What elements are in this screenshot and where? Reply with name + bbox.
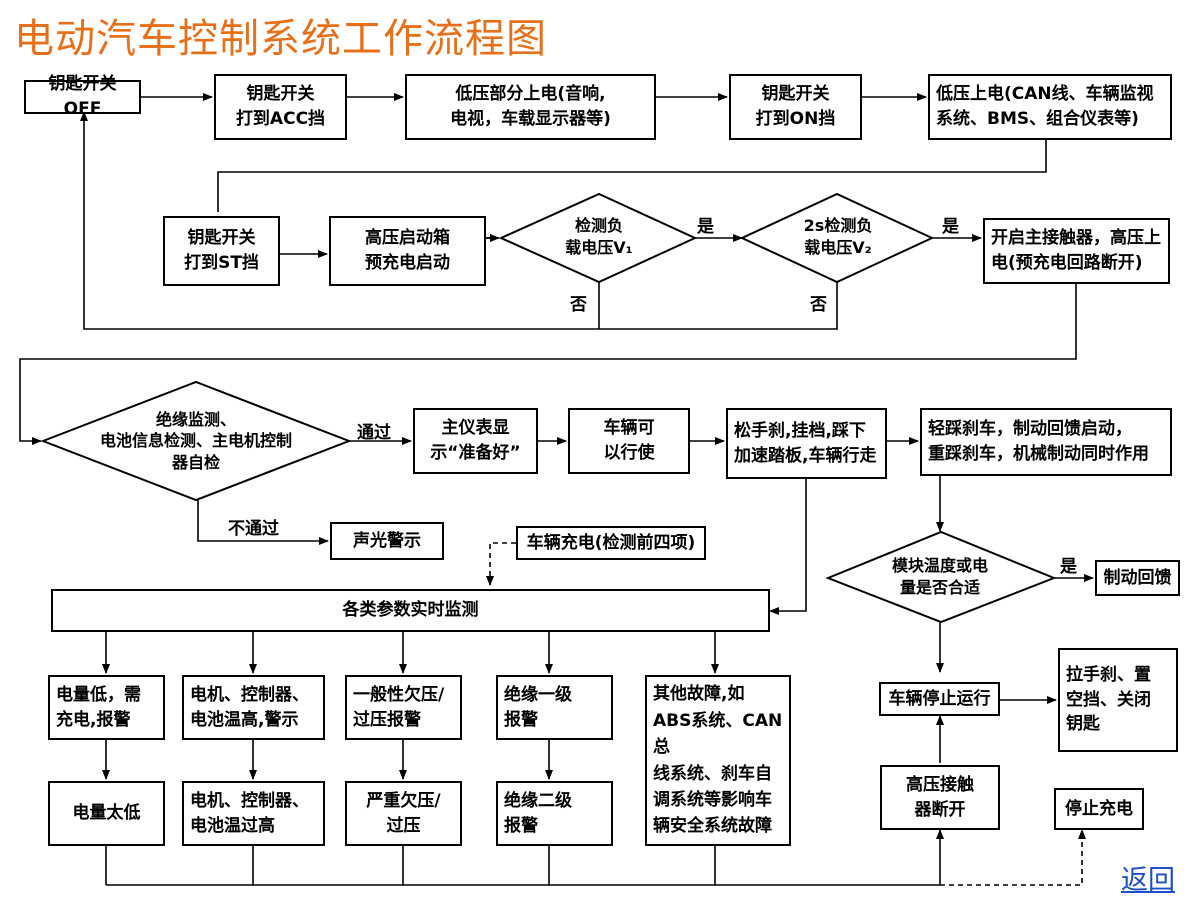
decision-v1 [498,192,698,284]
node-alarm: 声光警示 [330,522,444,560]
node-hv-precharge: 高压启动箱 预充电启动 [329,216,486,286]
node-lv-power-partial: 低压部分上电(音响, 电视，车载显示器等) [405,74,656,140]
node-other-faults: 其他故障,如 ABS系统、CAN总 线系统、刹车自 调系统等影响车 辆安全系统故… [645,675,791,846]
node-low-battery: 电量低，需 充电,报警 [48,675,165,740]
node-motor-temp-over: 电机、控制器、 电池温过高 [182,781,325,846]
node-park-actions: 拉手刹、置 空挡、关闭 钥匙 [1058,648,1178,752]
node-severe-voltage: 严重欠压/ 过压 [345,781,462,846]
node-lv-power-full: 低压上电(CAN线、车辆监视 系统、BMS、组合仪表等) [928,74,1172,140]
node-key-st: 钥匙开关 打到ST挡 [163,216,280,286]
label-no-v2: 否 [810,295,827,315]
node-under-over-voltage: 一般性欠压/ 过压报警 [345,675,462,740]
node-release-brake: 松手刹,挂档,踩下 加速踏板,车辆行走 [726,408,887,479]
node-dashboard-ready: 主仪表显 示“准备好” [413,408,538,474]
node-braking: 轻踩刹车，制动回馈启动， 重踩刹车，机械制动同时作用 [920,408,1172,476]
node-regen-braking: 制动回馈 [1095,560,1180,596]
node-key-acc: 钥匙开关 打到ACC挡 [214,74,347,140]
decision-self-check [40,380,352,502]
node-vehicle-drivable: 车辆可 以行使 [568,408,690,474]
label-yes-v1: 是 [697,217,714,237]
label-fail: 不通过 [228,519,279,539]
node-charging: 车辆充电(检测前四项) [516,526,706,560]
node-hv-contactor-off: 高压接触 器断开 [880,765,1000,830]
node-insulation-lv1: 绝缘一级 报警 [496,675,613,740]
node-stop-charging: 停止充电 [1054,788,1144,830]
node-battery-too-low: 电量太低 [48,781,165,846]
label-no-v1: 否 [570,295,587,315]
decision-v2 [739,192,935,284]
decision-self-check-text: 绝缘监测、 电池信息检测、主电机控制 器自检 [99,409,292,472]
label-yes-v2: 是 [942,217,959,237]
node-insulation-lv2: 绝缘二级 报警 [496,781,613,846]
back-link[interactable]: 返回 [1121,865,1175,896]
decision-v1-text: 检测负 载电压V₁ [565,216,633,257]
decision-module-temp [825,530,1057,624]
decision-module-temp-text: 模块温度或电 量是否合适 [891,556,988,597]
decision-v2-text: 2s检测负 载电压V₂ [803,216,873,257]
node-main-contactor: 开启主接触器，高压上 电(预充电回路断开) [983,218,1170,284]
label-yes-module: 是 [1060,557,1077,577]
node-key-on: 钥匙开关 打到ON挡 [729,74,862,140]
label-pass: 通过 [357,423,391,443]
node-motor-temp-high: 电机、控制器、 电池温高,警示 [182,675,325,740]
node-vehicle-stop: 车辆停止运行 [879,682,1000,716]
node-realtime-monitor: 各类参数实时监测 [51,589,770,632]
page-title: 电动汽车控制系统工作流程图 [14,16,547,62]
node-key-off: 钥匙开关OFF [24,74,141,119]
